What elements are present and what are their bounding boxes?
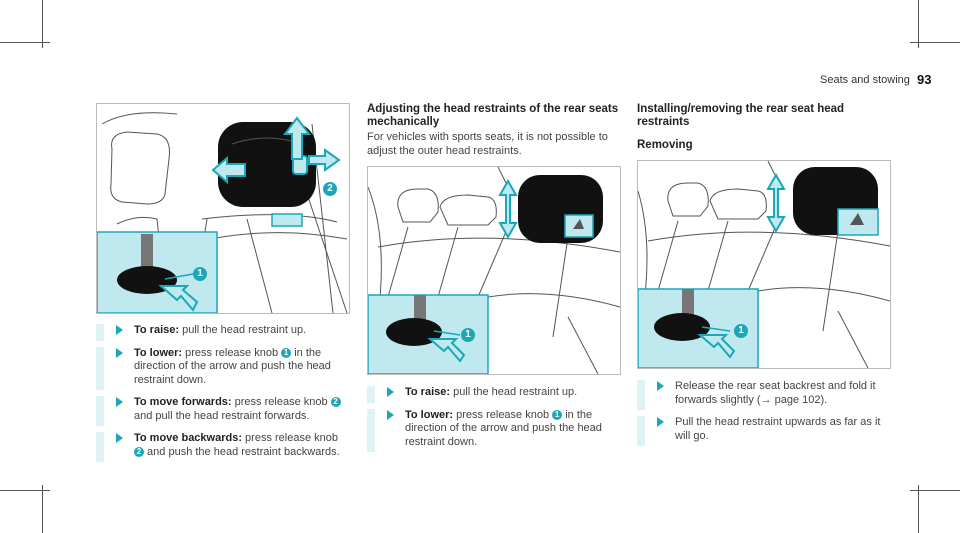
bullet-arrow-icon: [116, 325, 123, 335]
column-3-instructions: Release the rear seat backrest and fold …: [637, 380, 889, 452]
bullet-arrow-icon: [387, 409, 394, 420]
section-heading-adjusting: Adjusting the head restraints of the rea…: [367, 103, 619, 128]
bullet-lower: To lower: press release knob 1 in the di…: [96, 346, 348, 390]
crop-mark: [0, 42, 50, 43]
bullet-arrow-icon: [657, 417, 664, 427]
figure-rear-head-restraint-adjust: 1: [367, 166, 621, 375]
column-3-heading-block: Installing/removing the rear seat head r…: [637, 103, 889, 153]
callout-2-badge: 2: [323, 182, 337, 196]
knob-2-badge: 2: [330, 397, 341, 407]
knob-1-badge: 1: [552, 409, 563, 420]
crop-mark: [910, 42, 960, 43]
crop-mark: [918, 0, 919, 48]
knob-2-badge: 2: [134, 446, 144, 457]
crop-mark: [0, 490, 50, 491]
bullet-raise: To raise: pull the head restraint up.: [96, 324, 348, 341]
bullet-raise: To raise: pull the head restraint up.: [367, 386, 619, 403]
column-2-heading-block: Adjusting the head restraints of the rea…: [367, 103, 619, 158]
column-1-instructions: To raise: pull the head restraint up. To…: [96, 324, 348, 468]
bullet-arrow-icon: [116, 347, 123, 358]
bullet-arrow-icon: [657, 381, 664, 391]
crop-mark: [42, 485, 43, 533]
figure-rear-head-restraint-remove: 1: [637, 160, 891, 369]
running-header: Seats and stowing: [820, 74, 910, 86]
subheading-removing: Removing: [637, 139, 693, 151]
figure-head-restraint-front: 1 2: [96, 103, 350, 314]
section-heading-installing: Installing/removing the rear seat head r…: [637, 103, 845, 128]
crop-mark: [42, 0, 43, 48]
knob-1-badge: 1: [281, 347, 292, 358]
callout-1-badge: 1: [461, 328, 475, 342]
page-number: 93: [917, 72, 932, 87]
crop-mark: [918, 485, 919, 533]
bullet-arrow-icon: [116, 433, 123, 443]
bullet-pull-head-restraint: Pull the head restraint upwards as far a…: [637, 416, 889, 446]
bullet-arrow-icon: [116, 397, 123, 407]
bullet-move-forwards: To move forwards: press release knob 2 a…: [96, 396, 348, 426]
bullet-release-backrest: Release the rear seat backrest and fold …: [637, 380, 889, 410]
bullet-arrow-icon: [387, 387, 394, 397]
callout-1-badge: 1: [734, 324, 748, 338]
callout-1-badge: 1: [193, 267, 207, 281]
bullet-lower: To lower: press release knob 1 in the di…: [367, 408, 619, 452]
column-2-instructions: To raise: pull the head restraint up. To…: [367, 386, 619, 458]
crop-mark: [910, 490, 960, 491]
intro-paragraph: For vehicles with sports seats, it is no…: [367, 131, 608, 157]
bullet-move-backwards: To move backwards: press release knob 2 …: [96, 432, 348, 462]
